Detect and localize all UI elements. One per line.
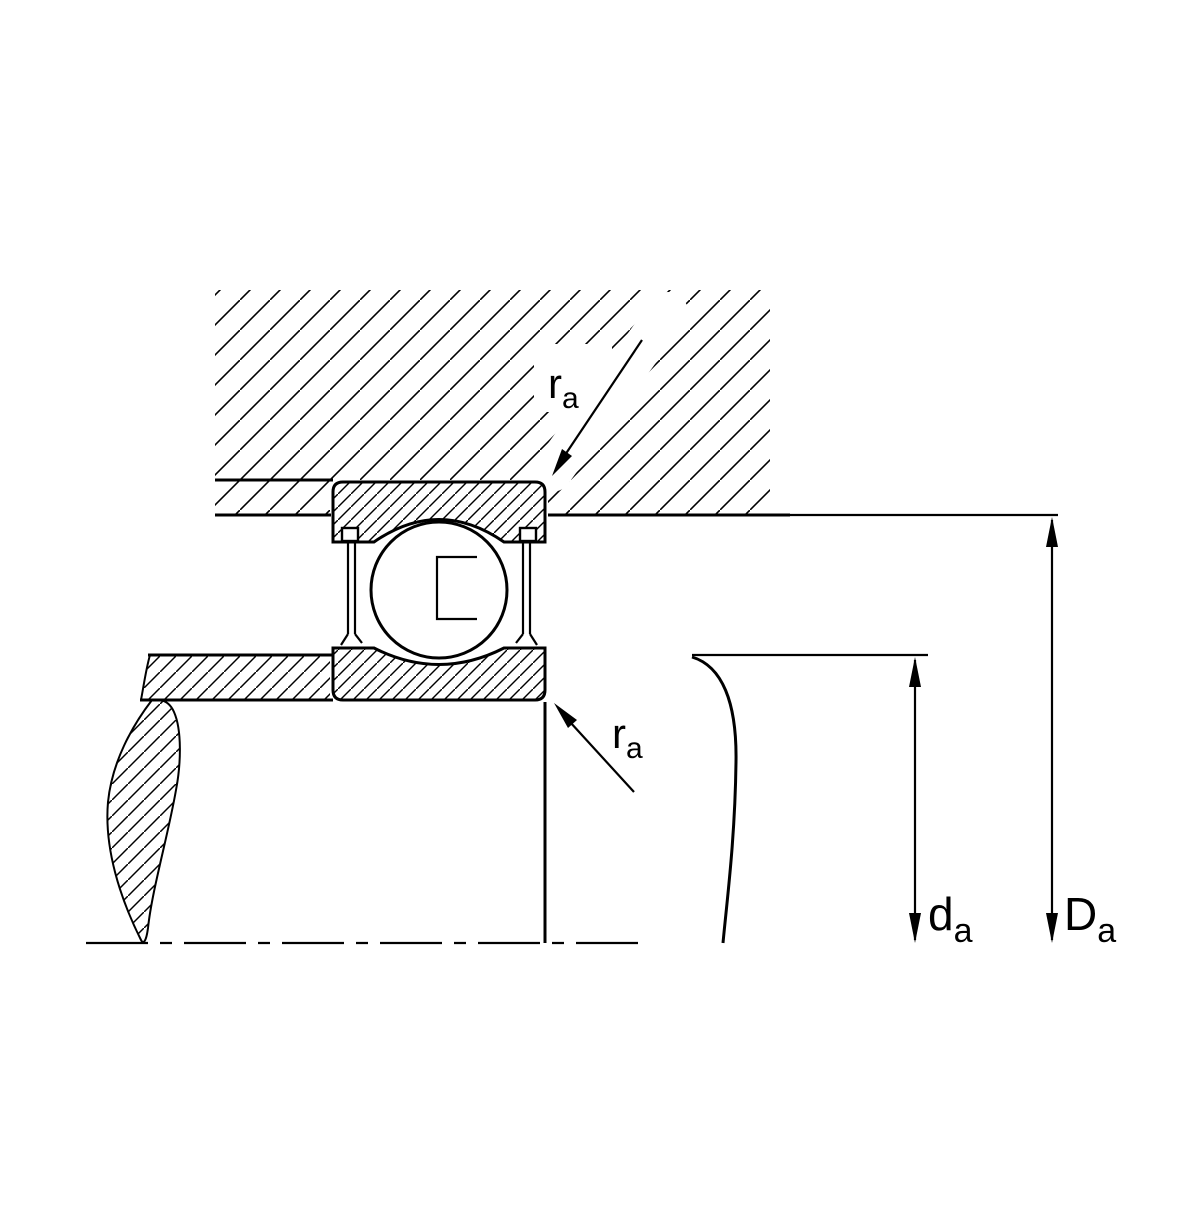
label-ra-bottom: ra bbox=[612, 710, 643, 765]
seal-foot bbox=[515, 633, 524, 644]
arrowhead-up bbox=[909, 657, 921, 687]
bearing-cross-section bbox=[331, 480, 547, 702]
leader-line bbox=[569, 721, 635, 793]
label-clearance bbox=[534, 344, 612, 412]
label-ra-top: ra bbox=[548, 360, 579, 415]
arrowhead-down bbox=[1046, 913, 1058, 943]
dimension-Da: Da bbox=[790, 513, 1116, 950]
ball bbox=[369, 520, 509, 660]
arrowhead-up bbox=[1046, 517, 1058, 547]
shaft-shoulder-hatch-area bbox=[141, 655, 330, 700]
shaft-broken-section bbox=[106, 699, 181, 943]
seal-anchor-right bbox=[518, 526, 538, 543]
seal-right bbox=[515, 526, 538, 646]
ball-section-mark bbox=[435, 555, 477, 621]
arrowhead-down bbox=[909, 913, 921, 943]
shaft-section bbox=[106, 653, 738, 944]
seal-foot bbox=[340, 633, 349, 646]
shaft-torn-edge bbox=[140, 654, 151, 701]
seal-anchor-left bbox=[340, 526, 360, 543]
leader-arrowhead bbox=[554, 703, 577, 728]
seal-foot bbox=[354, 633, 363, 644]
dimension-da: da bbox=[692, 653, 973, 950]
leader-arrowhead bbox=[552, 449, 572, 476]
leader-ra-top: ra bbox=[548, 339, 643, 476]
leader-line bbox=[564, 339, 643, 456]
leader-ra-bottom: ra bbox=[554, 703, 643, 793]
label-da: da bbox=[928, 888, 973, 950]
seal-foot bbox=[529, 633, 538, 646]
outer-ring bbox=[331, 480, 547, 544]
label-Da: Da bbox=[1064, 888, 1116, 950]
inner-ring bbox=[331, 646, 547, 702]
seal-left bbox=[340, 526, 363, 646]
shaft-adjacent-part-profile bbox=[691, 655, 738, 944]
